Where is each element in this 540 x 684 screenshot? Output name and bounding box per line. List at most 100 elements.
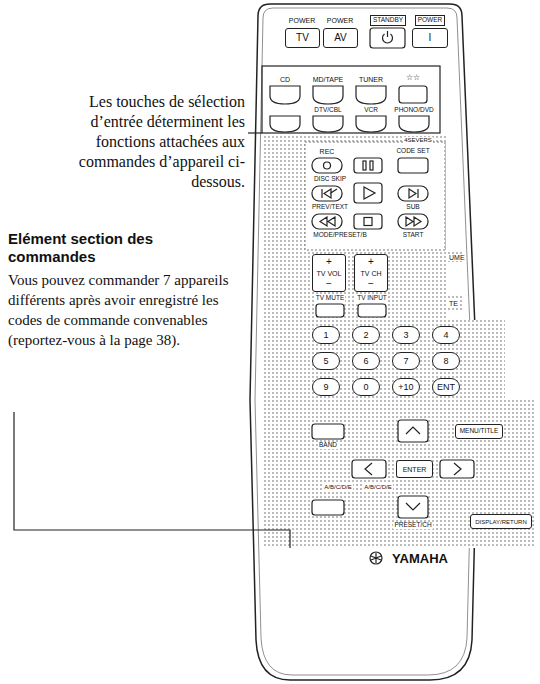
transport-buttons	[312, 158, 428, 229]
standby-button-part	[387, 31, 388, 37]
control-section-stipple-part	[305, 142, 445, 250]
button-text: 5	[323, 357, 328, 366]
cursor-pad-part	[352, 460, 386, 478]
transport-buttons-part	[320, 217, 335, 226]
button-caption: 4SEVERS	[403, 137, 433, 143]
button-text: −	[326, 279, 332, 289]
button-caption: POWER	[288, 17, 316, 24]
input-selector-frame-part	[262, 66, 440, 133]
number-button: 3	[392, 326, 420, 344]
button-text: TV VOL	[317, 270, 342, 277]
standby-button-part	[370, 28, 405, 48]
button-caption: PHONO/DVD	[393, 107, 434, 114]
button-text: 1	[323, 331, 328, 340]
small-buttons-part	[312, 424, 344, 439]
cursor-pad-part	[440, 460, 474, 478]
number-button: 6	[352, 352, 380, 370]
power-button: AV	[323, 28, 358, 48]
button-text: 6	[363, 357, 368, 366]
transport-buttons-part	[364, 218, 372, 226]
leader-line	[14, 412, 290, 548]
button-caption: PREV/TEXT	[311, 204, 349, 211]
button-text: I	[429, 33, 432, 43]
button-caption: UME	[448, 254, 466, 261]
button-text: TV CH	[361, 270, 382, 277]
control-section-stipple-part	[262, 136, 534, 548]
number-button: 7	[392, 352, 420, 370]
button-text: TV	[296, 33, 309, 43]
number-button: 8	[432, 352, 460, 370]
button-caption: POWER	[326, 17, 354, 24]
button-text: MENU/TITLE	[460, 428, 499, 435]
control-section-stipple	[262, 136, 534, 548]
small-buttons-part	[316, 304, 344, 317]
transport-buttons-part	[398, 214, 428, 229]
button-text: 3	[403, 331, 408, 340]
button-caption: TUNER	[358, 76, 384, 83]
transport-buttons-part	[398, 186, 428, 201]
cursor-pad-part	[398, 496, 428, 518]
power-button: I	[412, 28, 448, 48]
transport-buttons-part	[354, 158, 382, 173]
transport-buttons-part	[312, 158, 342, 173]
brand-logo-part	[371, 553, 381, 563]
transport-buttons-part	[354, 183, 382, 203]
transport-buttons-part	[363, 161, 366, 170]
transport-buttons-part	[398, 158, 428, 173]
button-text: 9	[323, 383, 328, 392]
input-buttons-part	[270, 86, 300, 104]
button-text: 0	[363, 383, 368, 392]
number-button: 5	[312, 352, 340, 370]
button-caption: ☆☆	[405, 74, 421, 82]
button-text: DISPLAY/RETURN	[475, 519, 527, 525]
button-caption: DTV/CBL	[313, 107, 342, 114]
button-caption: PRESET/CH	[393, 522, 432, 529]
transport-buttons-part	[312, 214, 342, 229]
annotation-heading: Elément section des commandes	[8, 230, 180, 266]
button-text: ENT	[437, 383, 455, 392]
power-button: TV	[285, 28, 320, 48]
button-text: 2	[363, 331, 368, 340]
button-text: 8	[443, 357, 448, 366]
button-caption: POWER	[415, 15, 446, 26]
button-caption: TE	[448, 300, 459, 307]
button-caption: CD	[279, 76, 291, 83]
input-buttons-part	[356, 116, 386, 132]
button-caption: CODE SET	[395, 148, 430, 155]
number-button: +10	[392, 378, 420, 396]
button-caption: BAND	[318, 442, 338, 449]
number-button: 0	[352, 378, 380, 396]
rocker-button: +TV VOL−	[312, 254, 346, 292]
menu-button: MENU/TITLE	[455, 424, 503, 439]
cursor-pad-part	[454, 463, 461, 475]
display-button: DISPLAY/RETURN	[470, 514, 532, 529]
button-text: ENTER	[403, 466, 427, 473]
button-caption: TV MUTE	[315, 295, 346, 302]
cursor-pad-part	[406, 427, 420, 434]
brand-name: YAMAHA	[391, 552, 449, 565]
annotation-text: Les touches de sélection d’entrée déterm…	[40, 92, 245, 192]
leader-line-part	[14, 412, 290, 548]
button-caption: A/B/C/D/E	[363, 484, 392, 490]
input-selector-frame	[248, 66, 440, 133]
transport-buttons-part	[370, 161, 373, 170]
transport-buttons-part	[409, 189, 418, 198]
transport-buttons-part	[322, 189, 337, 198]
button-text: AV	[334, 33, 347, 43]
transport-buttons-part	[312, 186, 342, 201]
input-buttons-part	[313, 116, 343, 132]
cursor-pad-part	[406, 503, 420, 510]
button-caption: A/B/C/D/E	[323, 484, 352, 490]
annotation-text: Vous pouvez commander 7 appareils différ…	[8, 270, 244, 350]
button-caption: SUB	[405, 204, 420, 211]
input-buttons-part	[356, 86, 386, 104]
input-buttons-part	[270, 116, 300, 132]
input-buttons-part	[313, 86, 343, 104]
transport-buttons-part	[324, 162, 331, 169]
standby-button	[370, 28, 405, 48]
button-caption: MD/TAPE	[312, 76, 345, 83]
input-selector-frame-part	[248, 132, 262, 133]
button-caption: DISC SKIP	[313, 176, 347, 183]
enter-button: ENTER	[396, 460, 433, 478]
number-button: 1	[312, 326, 340, 344]
